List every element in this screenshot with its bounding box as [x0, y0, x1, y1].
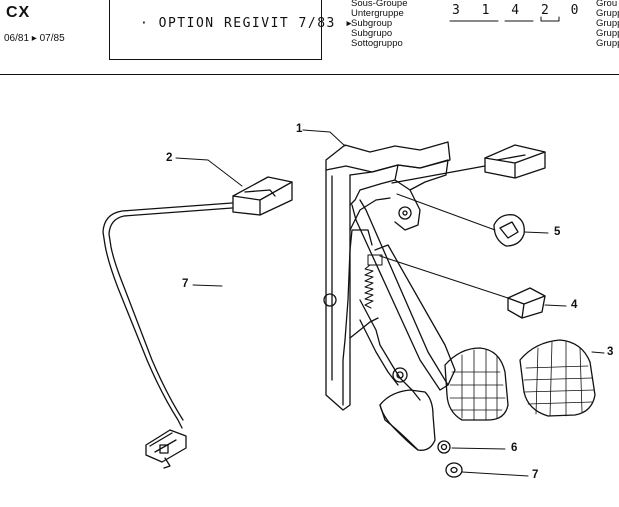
subgroup-label-fr: Sous-Groupe	[351, 0, 408, 9]
subgroup-label-it: Sottogruppo	[351, 38, 403, 49]
date-range: 06/81 ▸ 07/85	[4, 33, 65, 44]
subgroup-label-es: Subgrupo	[351, 28, 393, 39]
header-rule	[0, 74, 619, 75]
nut-6	[437, 440, 451, 454]
callout-7-washer: 7	[532, 469, 539, 481]
group-label-it: Grupp	[596, 38, 619, 49]
pedal-lever	[349, 199, 456, 401]
group-label-fr: Grou	[596, 0, 618, 9]
callout-6: 6	[511, 442, 518, 454]
pedal-pad-3	[519, 339, 596, 417]
right-clip	[391, 144, 546, 184]
subgroup-label-en: Subgroup	[351, 18, 393, 29]
subgroup-label-de: Untergruppe	[351, 8, 404, 19]
model-code: CX	[6, 4, 31, 21]
return-spring	[364, 254, 383, 309]
clip-5	[493, 214, 525, 247]
washer-7	[445, 462, 463, 478]
callout-3: 3	[607, 346, 614, 358]
group-label-es: Grupp	[596, 28, 619, 39]
callout-7-rod: 7	[182, 278, 189, 290]
option-box	[109, 0, 322, 60]
callout-5: 5	[554, 226, 561, 238]
assembly-pedal-pad	[444, 347, 509, 421]
code-underlines	[449, 16, 560, 22]
center-pedal-pad	[379, 389, 436, 451]
leader-lines	[175, 129, 605, 477]
pedal-bracket	[323, 141, 451, 411]
left-clip	[232, 176, 293, 216]
callout-4: 4	[571, 299, 578, 311]
subgroup-code: 3 1 4 2 0	[452, 3, 586, 18]
callout-2: 2	[166, 152, 173, 164]
option-title: · OPTION REGIVIT 7/83 ▸	[140, 16, 355, 31]
bushing-4	[507, 287, 546, 319]
group-label-en: Grupp	[596, 18, 619, 29]
callout-1: 1	[296, 123, 303, 135]
rod-bottom-bracket	[145, 429, 187, 469]
group-label-de: Grupp	[596, 8, 619, 19]
support-rod	[102, 202, 233, 429]
